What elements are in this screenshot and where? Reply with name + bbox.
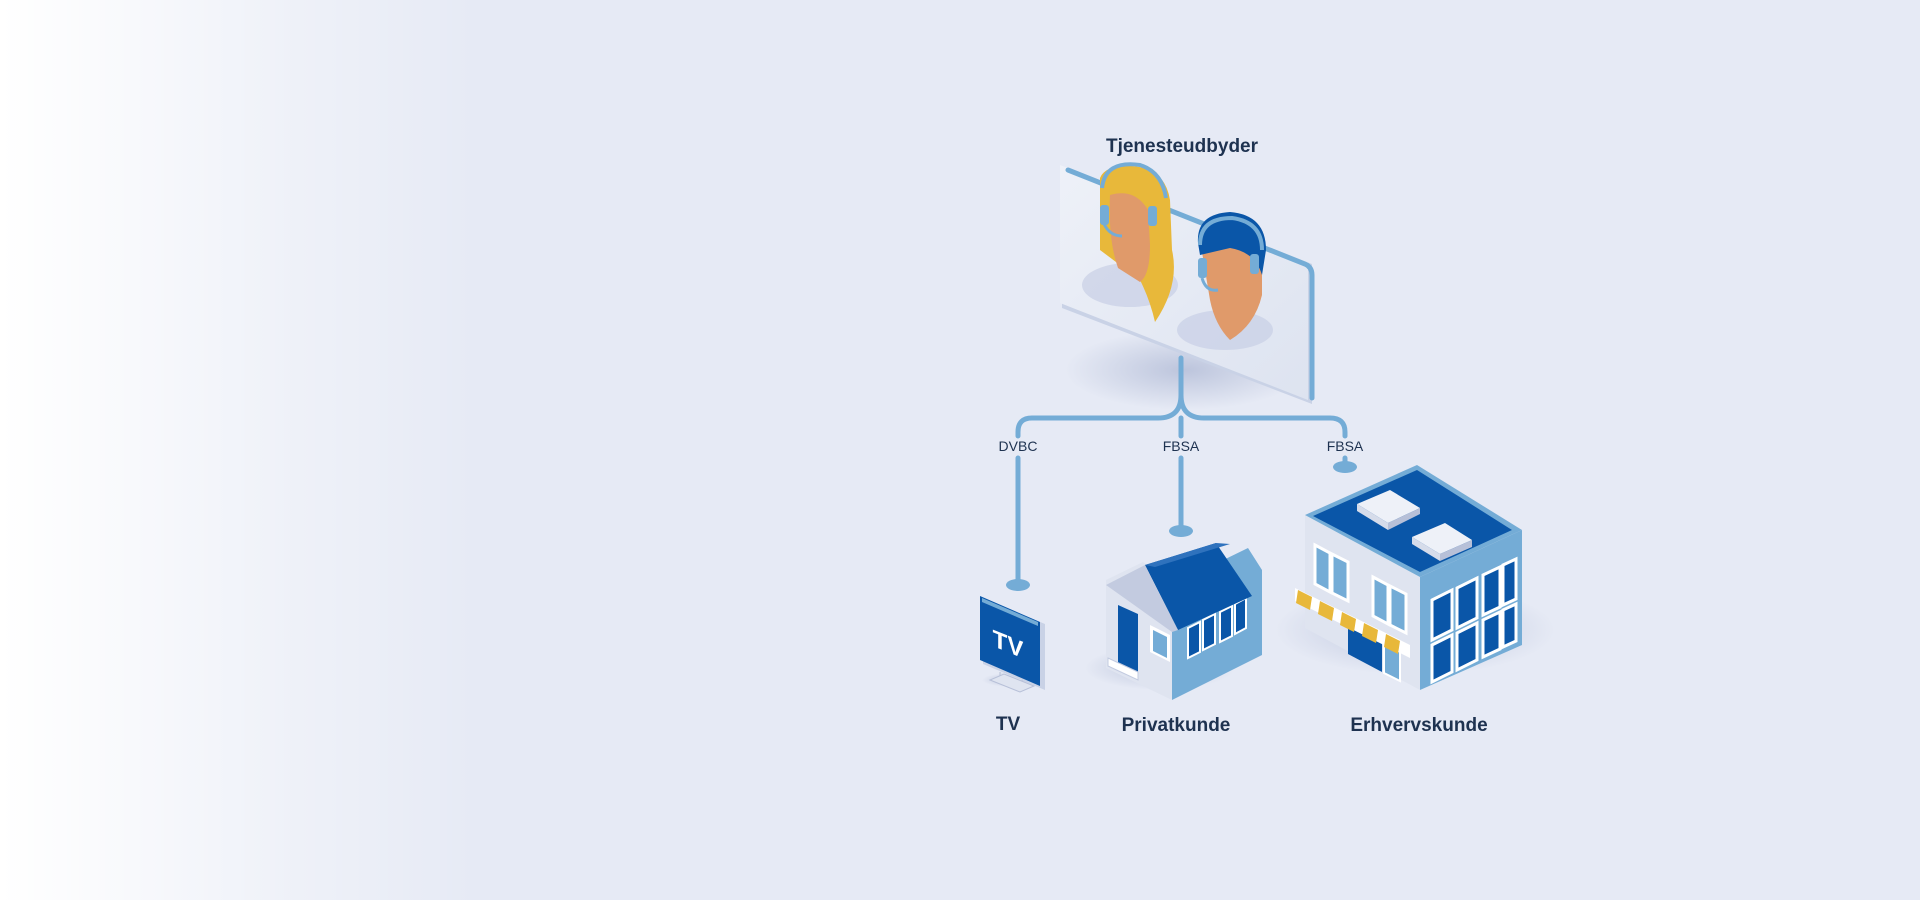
tv-icon: TV <box>980 596 1045 693</box>
plug-fbsa-1 <box>1169 525 1193 537</box>
connector-plugs <box>1006 461 1357 591</box>
provider-label: Tjenesteudbyder <box>1106 136 1259 157</box>
business-customer-label: Erhvervskunde <box>1350 715 1487 736</box>
business-customer-node: Erhvervskunde <box>1275 465 1555 736</box>
connection-lines <box>1015 355 1348 586</box>
support-agents-icon <box>1082 162 1273 350</box>
awning <box>1295 588 1410 658</box>
private-customer-node: Privatkunde <box>1085 543 1262 736</box>
provider-panel-border <box>1065 167 1315 401</box>
link-label-fbsa-2: FBSA <box>1327 438 1364 454</box>
tv-label: TV <box>996 714 1021 735</box>
link-line-fbsa-2-top <box>1178 392 1348 439</box>
plug-fbsa-2 <box>1333 461 1357 473</box>
office-building-icon <box>1275 465 1555 690</box>
plug-dvbc <box>1006 579 1030 591</box>
link-label-dvbc: DVBC <box>999 438 1038 454</box>
provider-node: Tjenesteudbyder <box>1060 136 1315 410</box>
link-label-fbsa-1: FBSA <box>1163 438 1200 454</box>
tv-node: TV TV <box>980 596 1045 735</box>
left-white-fade <box>0 0 480 900</box>
house-icon <box>1085 543 1262 700</box>
private-customer-label: Privatkunde <box>1122 715 1231 736</box>
